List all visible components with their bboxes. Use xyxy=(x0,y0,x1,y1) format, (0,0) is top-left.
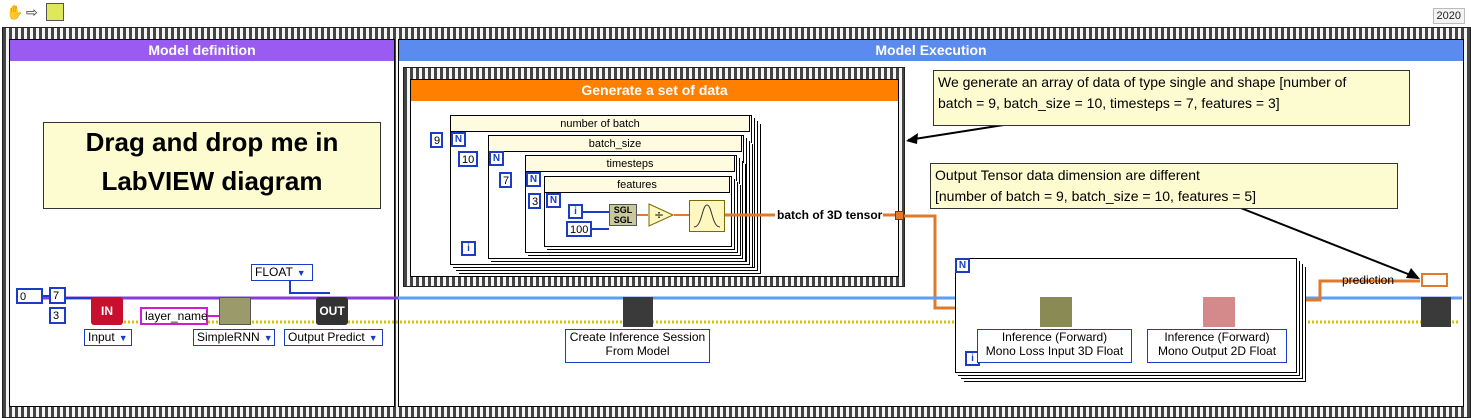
chevron-down-icon: ▼ xyxy=(263,333,273,343)
chevron-down-icon: ▼ xyxy=(118,333,128,343)
n-terminal-batch: N xyxy=(451,132,466,147)
inference-output-node[interactable] xyxy=(1203,297,1235,327)
inference-output-enum[interactable]: Inference (Forward) Mono Output 2D Float xyxy=(1147,329,1287,363)
loop-batch-label: number of batch xyxy=(450,115,750,132)
close-session-node[interactable] xyxy=(1421,297,1451,327)
svg-text:÷: ÷ xyxy=(654,208,664,222)
note-input-shape: We generate an array of data of type sin… xyxy=(933,70,1410,126)
n-terminal-features: N xyxy=(546,193,561,208)
output-layer-node[interactable]: OUT xyxy=(316,297,348,325)
cos-window-icon[interactable] xyxy=(689,200,725,232)
float-enum-value: FLOAT xyxy=(255,265,293,279)
simplernn-node[interactable] xyxy=(219,297,251,325)
output-predict-enum-value: Output Predict xyxy=(288,330,365,344)
chevron-down-icon: ▼ xyxy=(368,333,378,343)
const-zero[interactable]: 0 xyxy=(16,288,43,304)
const-batch-size[interactable]: 10 xyxy=(458,151,478,167)
labview-icon[interactable] xyxy=(46,3,64,21)
create-session-line1: Create Inference Session xyxy=(569,330,706,344)
version-year: 2020 xyxy=(1432,8,1465,24)
chevron-down-icon: ▼ xyxy=(296,268,306,278)
inference-output-line1: Inference (Forward) xyxy=(1164,330,1270,344)
create-session-enum[interactable]: Create Inference Session From Model xyxy=(565,329,710,363)
const-three[interactable]: 3 xyxy=(49,307,66,324)
note-input-line1: We generate an array of data of type sin… xyxy=(938,74,1347,90)
prediction-wire-label: prediction xyxy=(1342,273,1395,287)
generate-title: Generate a set of data xyxy=(411,80,898,101)
n-terminal-timesteps: N xyxy=(526,172,541,187)
const-number-of-batch[interactable]: 9 xyxy=(430,132,443,148)
const-seven[interactable]: 7 xyxy=(49,287,66,304)
const-timesteps[interactable]: 7 xyxy=(499,172,512,188)
note-output-shape: Output Tensor data dimension are differe… xyxy=(930,163,1398,209)
loop-batch-size-label: batch_size xyxy=(488,135,742,152)
n-terminal-inference: N xyxy=(955,258,970,273)
float-enum[interactable]: FLOAT▼ xyxy=(251,264,313,281)
inference-loss-enum[interactable]: Inference (Forward) Mono Loss Input 3D F… xyxy=(977,329,1132,363)
model-execution-title: Model Execution xyxy=(399,40,1463,61)
sgl-label-2: SGL xyxy=(613,215,633,225)
note-output-line2: [number of batch = 9, batch_size = 10, f… xyxy=(935,188,1257,204)
loop-timesteps-label: timesteps xyxy=(525,155,735,172)
inference-loss-line2: Mono Loss Input 3D Float xyxy=(985,344,1124,358)
tensor-tunnel xyxy=(895,211,904,220)
loop-features-label: features xyxy=(544,176,730,193)
input-layer-node[interactable]: IN xyxy=(91,297,123,325)
layer-name-field[interactable]: layer_name xyxy=(140,307,208,325)
model-definition-title: Model definition xyxy=(10,40,394,61)
input-enum-value: Input xyxy=(88,330,115,344)
create-session-line2: From Model xyxy=(605,344,670,358)
simplernn-enum-value: SimpleRNN xyxy=(197,330,260,344)
const-multiplier[interactable]: 100 xyxy=(566,221,592,237)
inference-loss-line1: Inference (Forward) xyxy=(1001,330,1108,344)
drag-note-line1: Drag and drop me in xyxy=(85,127,339,157)
arrow-icon[interactable]: ⇨ xyxy=(26,4,38,20)
simplernn-enum[interactable]: SimpleRNN▼ xyxy=(193,329,275,346)
inference-loss-node[interactable] xyxy=(1040,297,1072,327)
note-input-line2: batch = 9, batch_size = 10, timesteps = … xyxy=(938,95,1280,111)
hand-icon[interactable]: ✋ xyxy=(6,4,24,20)
create-session-node[interactable] xyxy=(623,297,653,327)
divide-node[interactable]: ÷ xyxy=(648,203,674,227)
sgl-label-1: SGL xyxy=(613,205,633,215)
inference-output-line2: Mono Output 2D Float xyxy=(1157,344,1277,358)
toolbar: ✋ ⇨ 2020 xyxy=(0,0,1471,24)
const-features[interactable]: 3 xyxy=(528,193,541,209)
tensor-wire-label: batch of 3D tensor xyxy=(777,208,883,222)
prediction-indicator[interactable] xyxy=(1421,273,1448,287)
input-enum[interactable]: Input▼ xyxy=(84,329,132,346)
n-terminal-batch-size: N xyxy=(489,151,504,166)
output-predict-enum[interactable]: Output Predict▼ xyxy=(284,329,383,346)
drag-note-line2: LabVIEW diagram xyxy=(101,166,323,196)
drag-note: Drag and drop me in LabVIEW diagram xyxy=(43,122,381,209)
i-terminal-batch: i xyxy=(461,241,476,256)
note-output-line1: Output Tensor data dimension are differe… xyxy=(935,167,1200,183)
